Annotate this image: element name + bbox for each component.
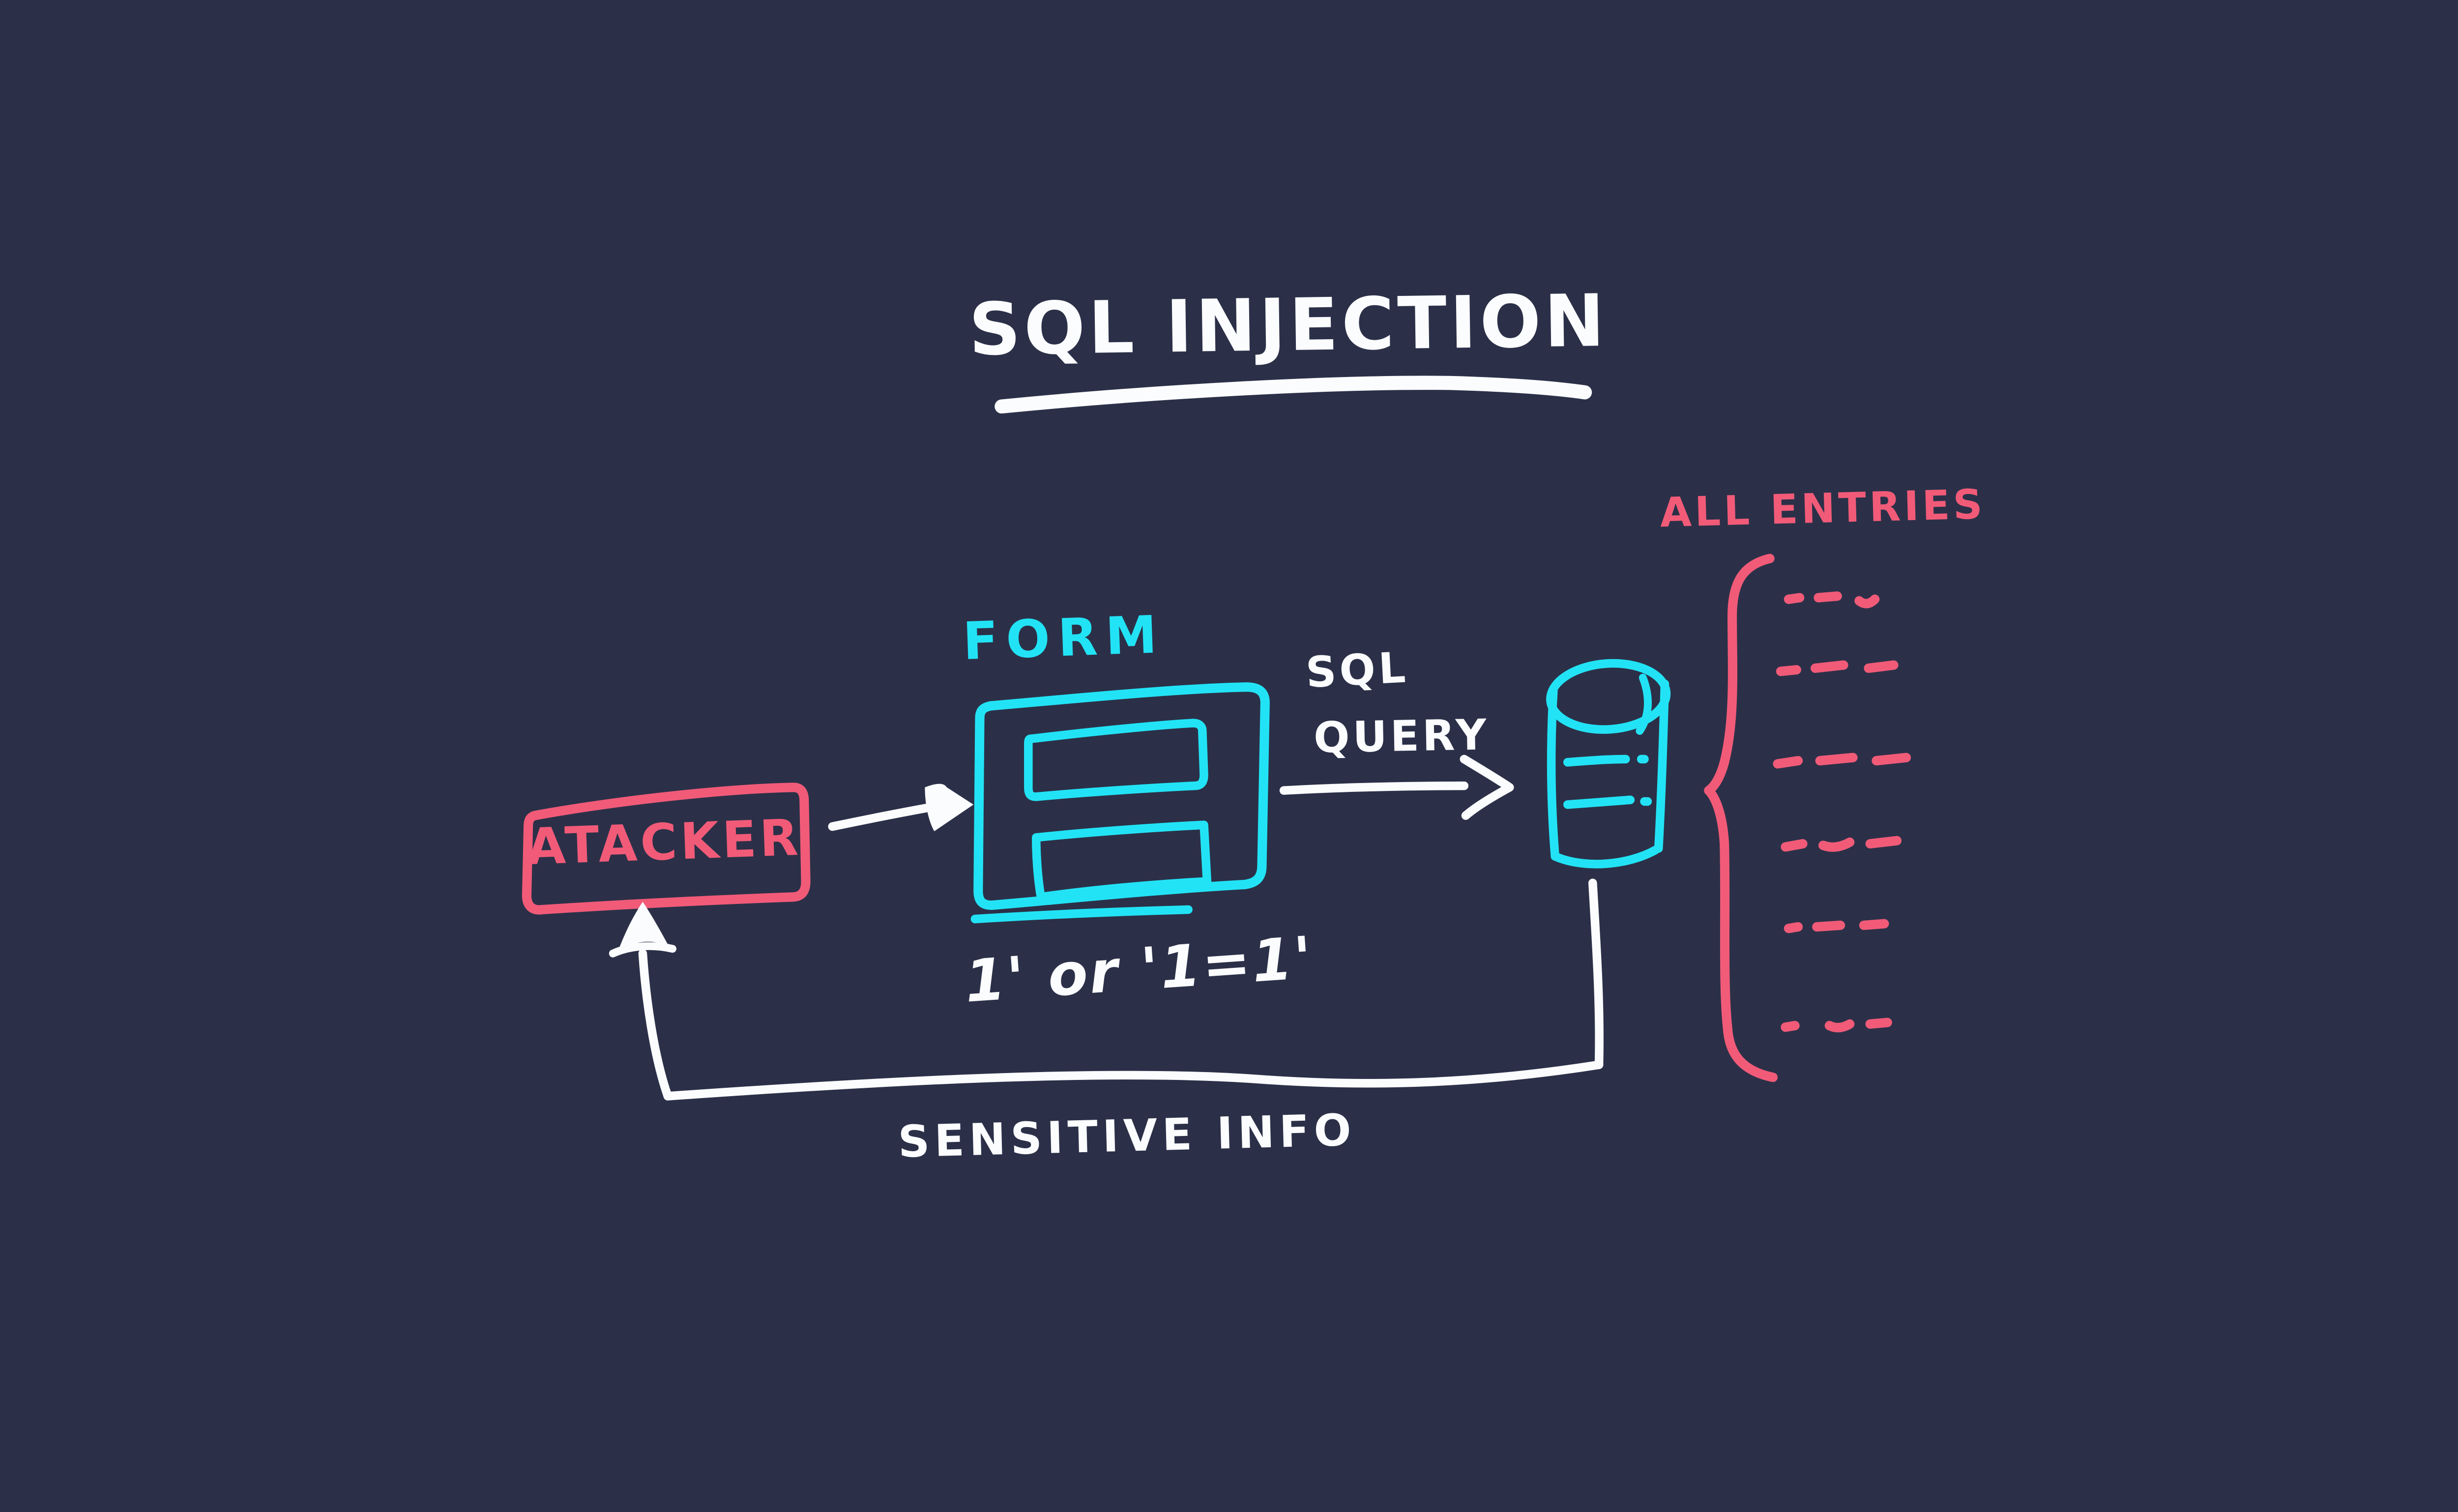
form-field-2 — [1032, 820, 1212, 901]
sql-query-label: SQL QUERY — [1305, 643, 1490, 762]
form-field-1 — [1024, 719, 1208, 801]
curly-brace — [1704, 553, 1778, 1082]
sensitive-info-label: SENSITIVE INFO — [898, 1105, 1357, 1167]
db-bottom — [1551, 845, 1660, 869]
arrowhead-right-icon — [925, 784, 974, 832]
sql-query-line1: SQL — [1305, 643, 1410, 698]
db-to-attacker-arrow — [609, 878, 1604, 1101]
title-underline — [995, 376, 1592, 414]
db-right-wall — [1654, 679, 1669, 853]
attacker-box — [522, 783, 811, 915]
page-title: SQL INJECTION — [968, 279, 1609, 372]
arrowhead-up-icon — [617, 901, 670, 952]
db-ellipse-overdraw — [1636, 673, 1652, 735]
arrow-shaft — [1279, 781, 1469, 795]
all-entries-label: ALL ENTRIES — [1659, 480, 1986, 536]
loop-up-segment — [638, 949, 673, 1101]
attacker-label: ATACKER — [526, 809, 802, 876]
db-left-wall — [1547, 684, 1560, 861]
loop-down-segment — [1588, 878, 1604, 1069]
arrow-shaft — [828, 803, 933, 831]
database-cylinder-icon — [1546, 659, 1671, 869]
form-node: FORM — [962, 604, 1270, 924]
form-to-db-arrow — [1279, 755, 1514, 820]
sql-query-line2: QUERY — [1313, 710, 1490, 762]
all-entries-annotation: ALL ENTRIES — [1659, 480, 1986, 1082]
form-box — [973, 682, 1270, 910]
form-label: FORM — [962, 604, 1166, 671]
entry-row-dashes — [1773, 591, 1911, 1033]
attacker-node: ATACKER — [522, 783, 811, 915]
loop-horizontal-segment — [663, 1060, 1604, 1101]
injection-string: 1' or '1=1' — [963, 924, 1316, 1016]
open-arrowhead-icon — [1460, 755, 1514, 820]
db-record-dashes — [1563, 755, 1652, 809]
attacker-to-form-arrow — [828, 784, 974, 832]
arrowhead-up-bar — [609, 942, 676, 958]
form-box-underline — [970, 905, 1193, 924]
